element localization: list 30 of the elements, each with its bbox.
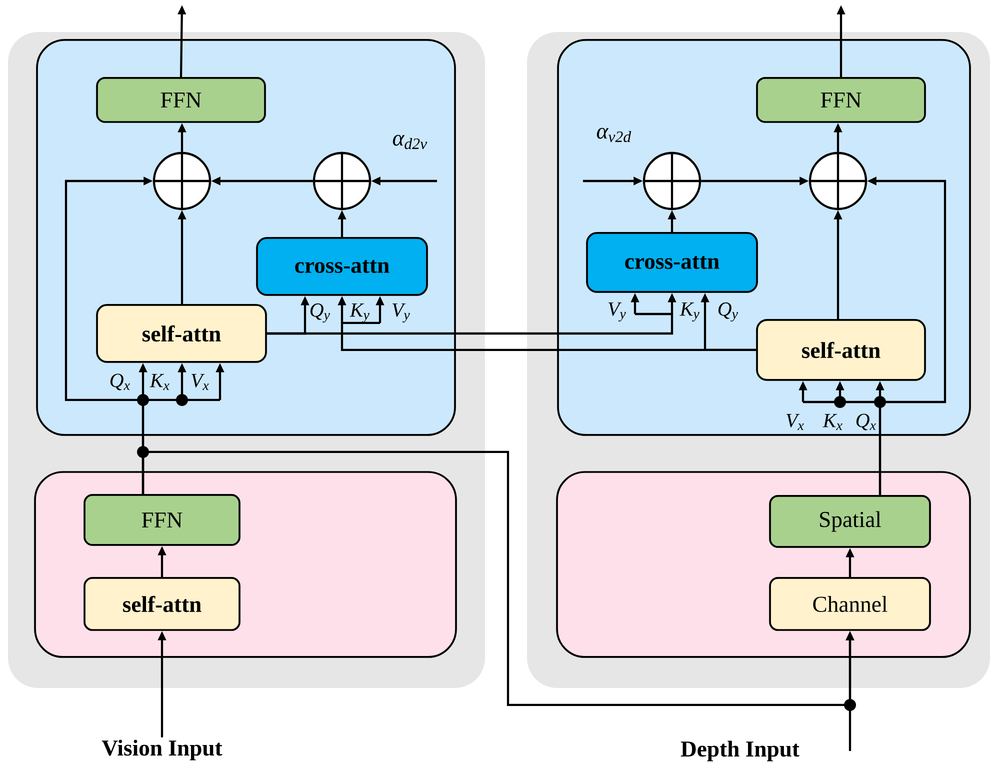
sum-circle [642, 150, 702, 212]
math-label: Q$_{x}$ [856, 414, 876, 430]
math-label: α$_{v2d}$ [596, 128, 632, 142]
cross-attention-box: cross-attn [256, 237, 428, 296]
spatial-box: Spatial [769, 495, 931, 548]
ffn-box: FFN [756, 77, 926, 123]
input-label: Vision Input [102, 740, 222, 760]
sum-circle [808, 150, 868, 212]
math-label: Q$_{y}$ [310, 303, 330, 323]
self-attention-box: self-attn [96, 304, 267, 363]
math-label: α$_{d2v}$ [392, 134, 428, 150]
input-label: Depth Input [680, 740, 800, 762]
math-label: V$_{x}$ [192, 374, 209, 390]
math-label: K$_{x}$ [150, 374, 170, 390]
math-label: V$_{y}$ [392, 304, 410, 322]
arrow [137, 446, 856, 711]
math-label: K$_{x}$ [822, 414, 842, 430]
math-label: Q$_{x}$ [110, 374, 130, 390]
sum-circle [312, 150, 372, 212]
math-label: K$_{y}$ [680, 302, 700, 322]
self-attention-box: self-attn [756, 319, 926, 381]
self-attention-box: self-attn [84, 577, 240, 631]
ffn-box: FFN [84, 494, 240, 546]
math-label: V$_{y}$ [608, 302, 626, 322]
cross-attention-box: cross-attn [586, 232, 758, 293]
channel-box: Channel [769, 577, 931, 631]
ffn-box: FFN [96, 77, 266, 123]
math-label: Q$_{y}$ [718, 302, 738, 322]
math-label: V$_{x}$ [786, 414, 804, 430]
sum-circle [152, 150, 212, 212]
